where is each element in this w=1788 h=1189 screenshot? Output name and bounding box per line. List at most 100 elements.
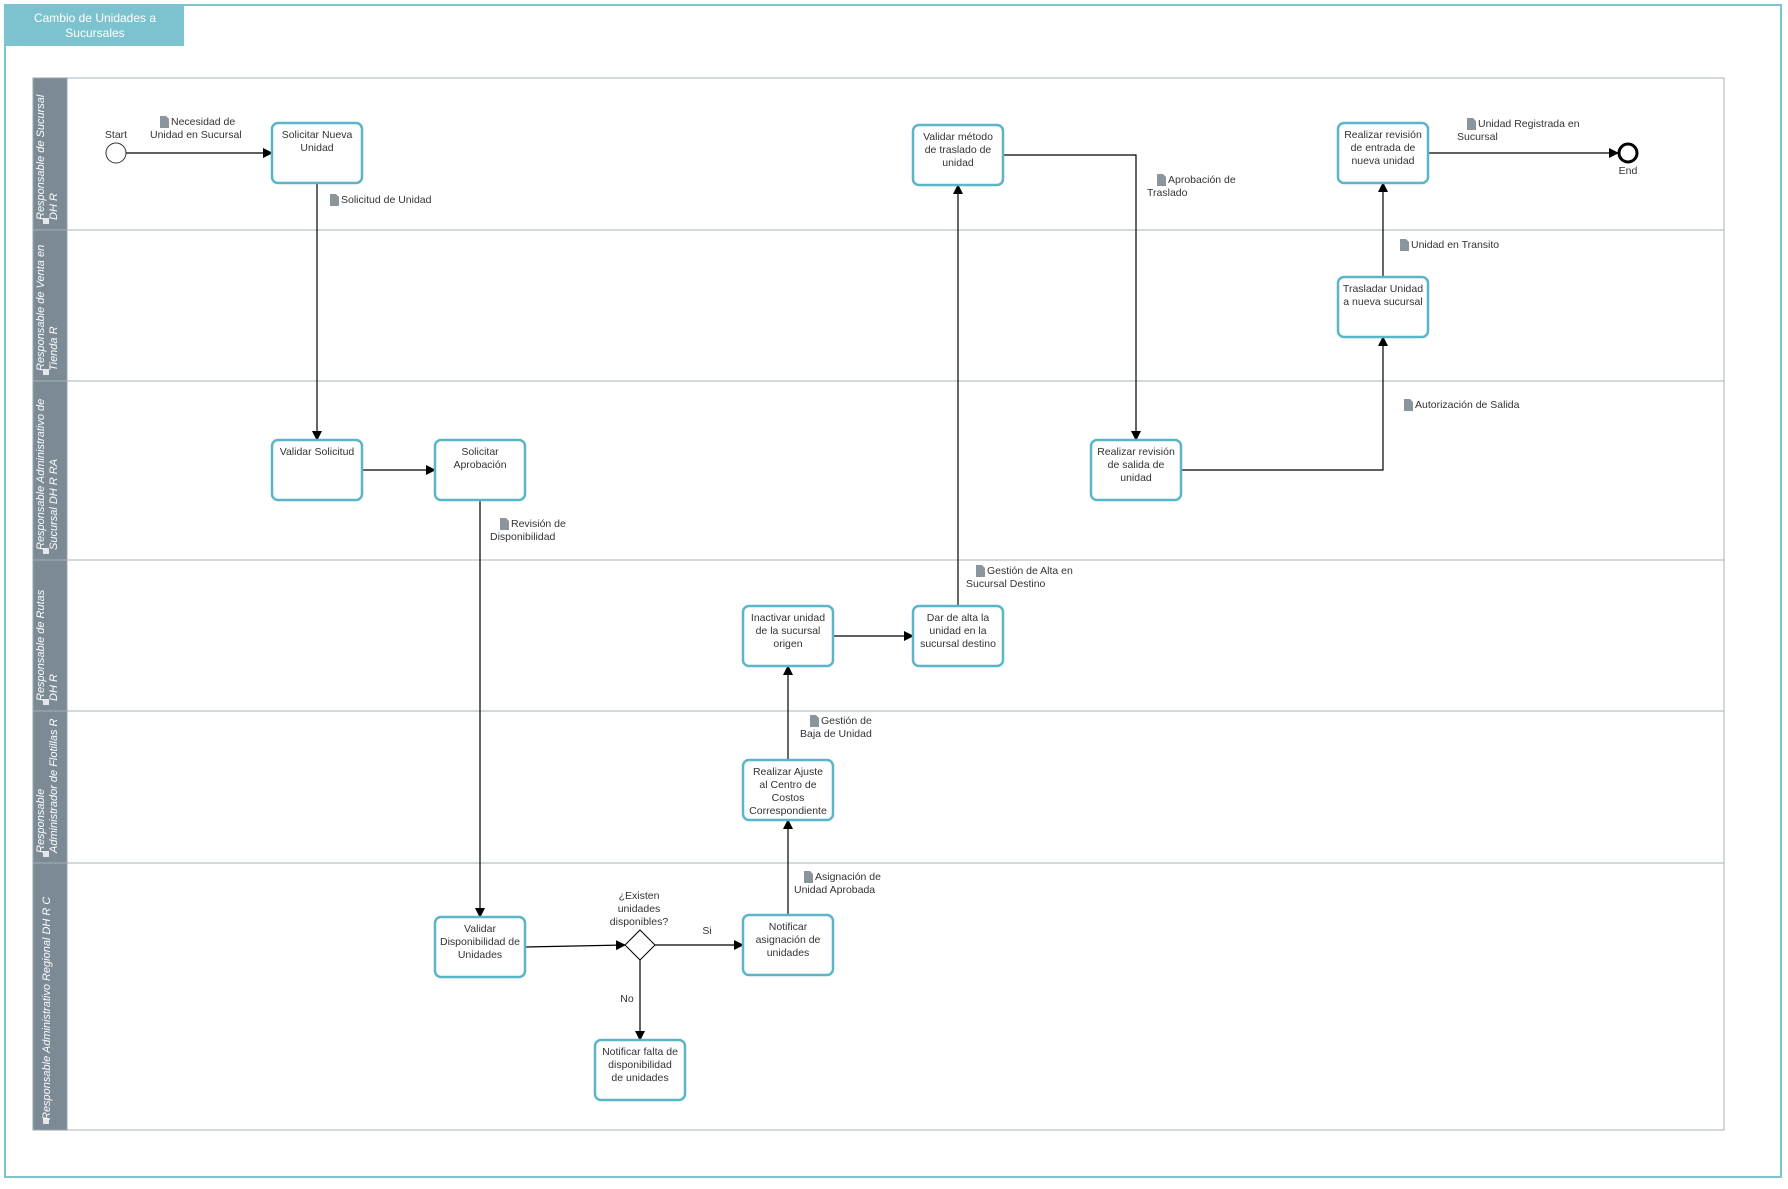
document-icon	[1467, 118, 1476, 130]
task-label-line: Validar Solicitud	[280, 446, 355, 458]
task-box	[593, 1038, 687, 1102]
end-event-circle	[1617, 142, 1639, 164]
lane-label-line: Responsable de Venta en	[35, 245, 47, 371]
task-label-line: de salida de	[1108, 459, 1165, 471]
task-box	[911, 604, 1005, 668]
task-label-line: Disponibilidad de	[440, 936, 520, 948]
data-label-d2: Solicitud de Unidad	[330, 194, 432, 206]
gateway-question-line: ¿Existen	[619, 890, 660, 902]
task-box	[1089, 438, 1183, 502]
lane-label-line: Responsable Administrativo de	[35, 399, 47, 550]
lane-header	[32, 77, 68, 231]
task-label: Validar Solicitud	[280, 446, 355, 458]
task-label-line: Notificar falta de	[602, 1046, 678, 1058]
task-label-line: unidades	[767, 947, 810, 959]
task-box	[1336, 275, 1430, 339]
task-label-line: Validar método	[923, 131, 993, 143]
task-label-line: Realizar revisión	[1344, 129, 1422, 141]
data-label-line: Sucursal	[1457, 131, 1498, 143]
lane-label-line: Responsable de Rutas	[35, 589, 47, 701]
task-label-line: Realizar Ajuste	[753, 766, 823, 778]
task-label-line: al Centro de	[759, 779, 816, 791]
data-label-text: Unidad en Transito	[1411, 239, 1499, 251]
start-event-circle	[105, 142, 127, 164]
lane-label: Responsable Administrativo Regional DH R…	[41, 897, 53, 1120]
task-label-line: unidad en la	[929, 625, 986, 637]
data-label-line: Gestión de	[821, 715, 872, 727]
task-label-line: unidad	[1120, 472, 1152, 484]
data-label-line: Baja de Unidad	[800, 728, 872, 740]
gateway-question-line: disponibles?	[610, 916, 669, 928]
lane-role-icon	[43, 851, 49, 857]
lane-header	[32, 862, 68, 1131]
task-label-line: Costos	[772, 792, 805, 804]
task-box	[911, 123, 1005, 187]
data-label-line: Revisión de	[511, 518, 566, 530]
lane-label-line: Responsable	[35, 789, 47, 853]
task-t2[interactable]: Validar Solicitud	[270, 438, 364, 502]
start-event[interactable]: Start	[105, 129, 127, 164]
data-label-line: Gestión de Alta en	[987, 565, 1073, 577]
task-label-line: Validar	[464, 923, 496, 935]
gateway-diamond	[624, 929, 656, 961]
start-event-label: Start	[105, 129, 127, 141]
task-label-line: de unidades	[611, 1072, 668, 1084]
document-icon	[330, 194, 339, 206]
lane-l4: Responsable de RutasDH R	[32, 559, 1724, 712]
data-label-text: Autorización de Salida	[1415, 399, 1520, 411]
data-label-d8: Autorización de Salida	[1404, 399, 1520, 411]
end-event[interactable]: End	[1617, 142, 1639, 177]
data-label-line: Aprobación de	[1168, 174, 1236, 186]
task-label-line: Realizar revisión	[1097, 446, 1175, 458]
data-label-line: Unidad en Sucursal	[150, 129, 242, 141]
data-label-line: Autorización de Salida	[1415, 399, 1520, 411]
document-icon	[1400, 239, 1409, 251]
flow-t11-to-t12	[1181, 336, 1388, 471]
lane-role-icon	[43, 218, 49, 224]
task-box	[1336, 121, 1430, 185]
gateway-yes-label: Si	[702, 925, 711, 937]
lane-label-line: DH R	[48, 193, 60, 220]
task-box	[741, 913, 835, 977]
flow-t10-to-t11	[1003, 154, 1141, 441]
document-icon	[804, 871, 813, 883]
task-label-line: de traslado de	[925, 144, 992, 156]
document-icon	[976, 565, 985, 577]
document-icon	[1157, 174, 1166, 186]
task-label-line: Correspondiente	[749, 805, 827, 817]
data-label-d9: Unidad en Transito	[1400, 239, 1499, 251]
lane-label-line: Administrador de Flotillas R	[48, 718, 60, 854]
task-label-line: Dar de alta la	[927, 612, 990, 624]
task-label-line: Unidades	[458, 949, 502, 961]
